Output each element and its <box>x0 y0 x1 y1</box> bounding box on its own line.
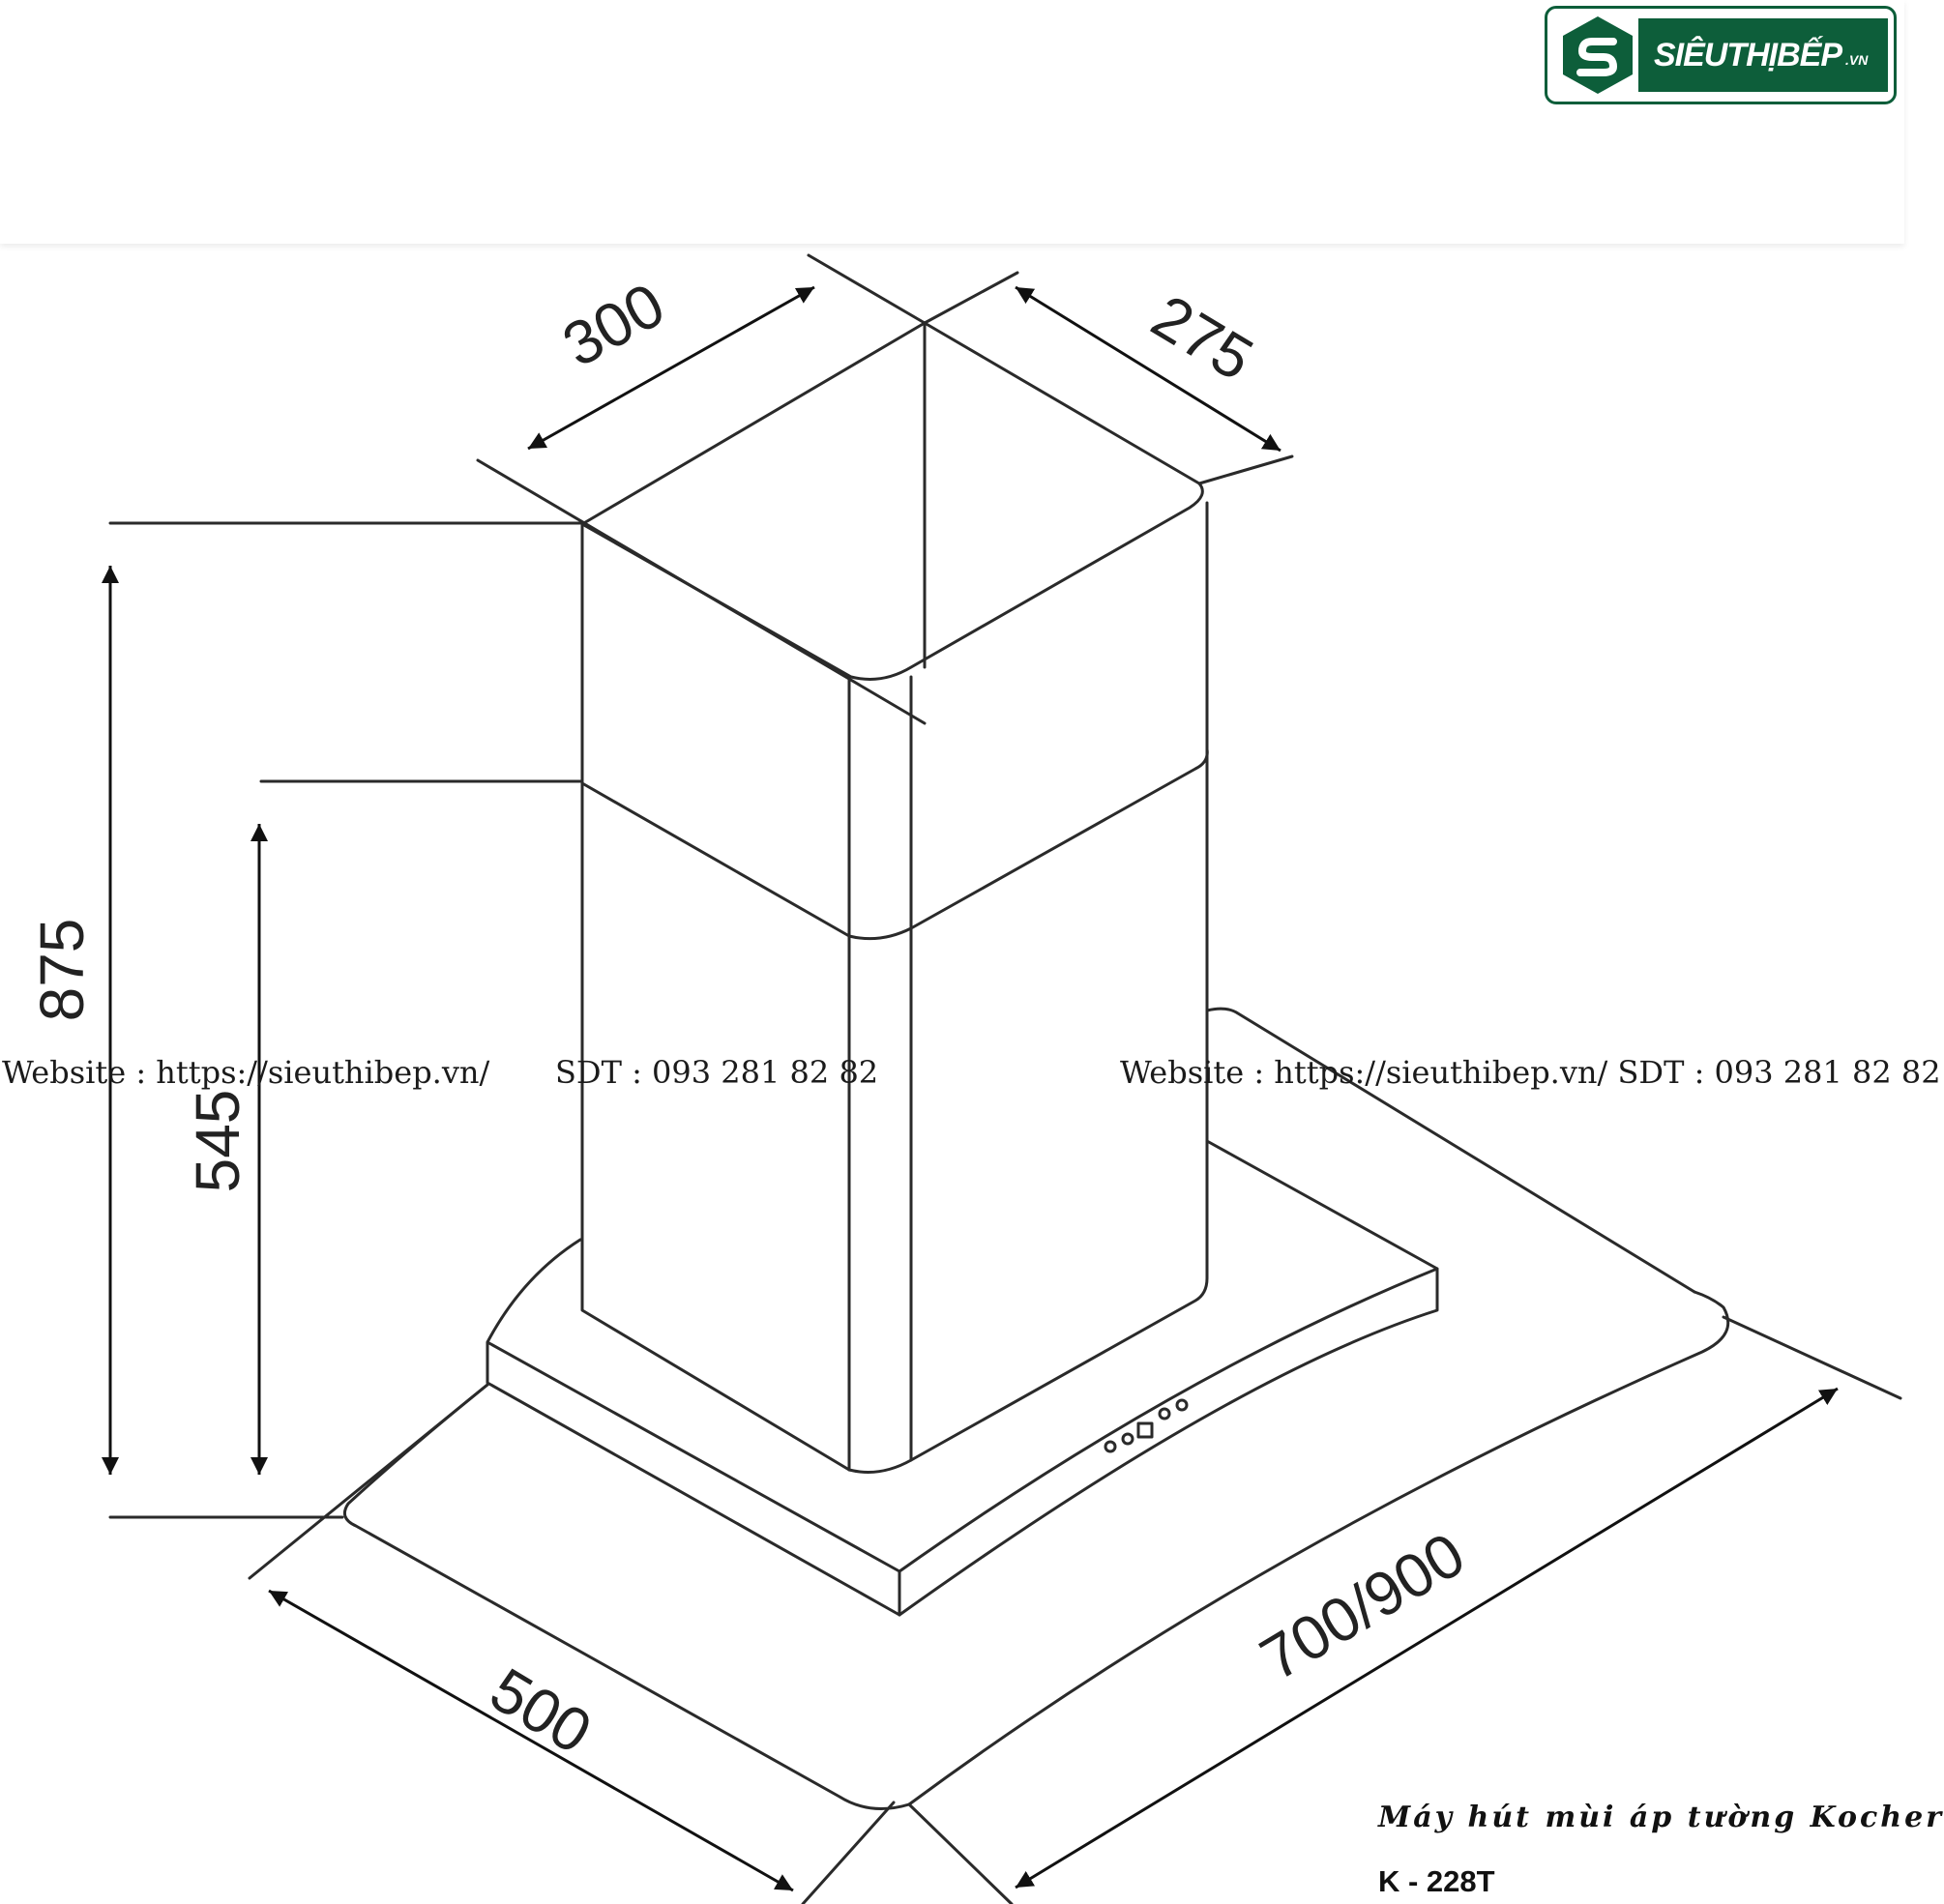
chimney-right-face <box>909 501 1209 1462</box>
control-button-4 <box>1175 1398 1189 1412</box>
dim-line-depth <box>268 1589 794 1892</box>
dim-line-top-depth <box>1015 285 1281 453</box>
brand-suffix: .VN <box>1845 52 1869 68</box>
control-display <box>1136 1421 1154 1439</box>
product-title: Máy hút mùi áp tường Kocher <box>1378 1801 1944 1834</box>
control-button-1 <box>1104 1440 1117 1453</box>
dim-label-total-height: 875 <box>27 919 97 1022</box>
chimney-left-face <box>580 522 851 1472</box>
chimney-top-face <box>580 321 1204 681</box>
product-model: K - 228T <box>1378 1864 1495 1898</box>
control-button-3 <box>1158 1407 1171 1421</box>
dim-line-top-width <box>527 285 815 451</box>
dim-line-width <box>1015 1387 1839 1889</box>
control-button-2 <box>1121 1432 1134 1446</box>
dim-label-depth: 500 <box>479 1655 604 1768</box>
brand-s-hexagon-icon <box>1563 16 1633 94</box>
brand-wordmark-plate: SIÊUTHỊBẾP .VN <box>1638 18 1888 92</box>
dim-label-chimney-height: 545 <box>183 1090 252 1193</box>
watermark-left-website: Website : https://sieuthibep.vn/ <box>2 1054 490 1091</box>
dim-label-top-width: 300 <box>551 269 675 380</box>
chimney-joint <box>580 747 1209 941</box>
brand-logo[interactable]: SIÊUTHỊBẾP .VN <box>1545 6 1897 104</box>
range-hood-dimension-drawing: 300 275 875 545 500 700/900 <box>27 253 1902 1904</box>
watermark-left-phone: SDT : 093 281 82 82 <box>555 1054 879 1091</box>
dim-label-width: 700/900 <box>1249 1519 1476 1694</box>
hood-base-block <box>486 1238 901 1617</box>
watermark-right: Website : https://sieuthibep.vn/ SDT : 0… <box>1120 1054 1941 1091</box>
brand-name: SIÊUTHỊBẾP <box>1654 36 1842 73</box>
